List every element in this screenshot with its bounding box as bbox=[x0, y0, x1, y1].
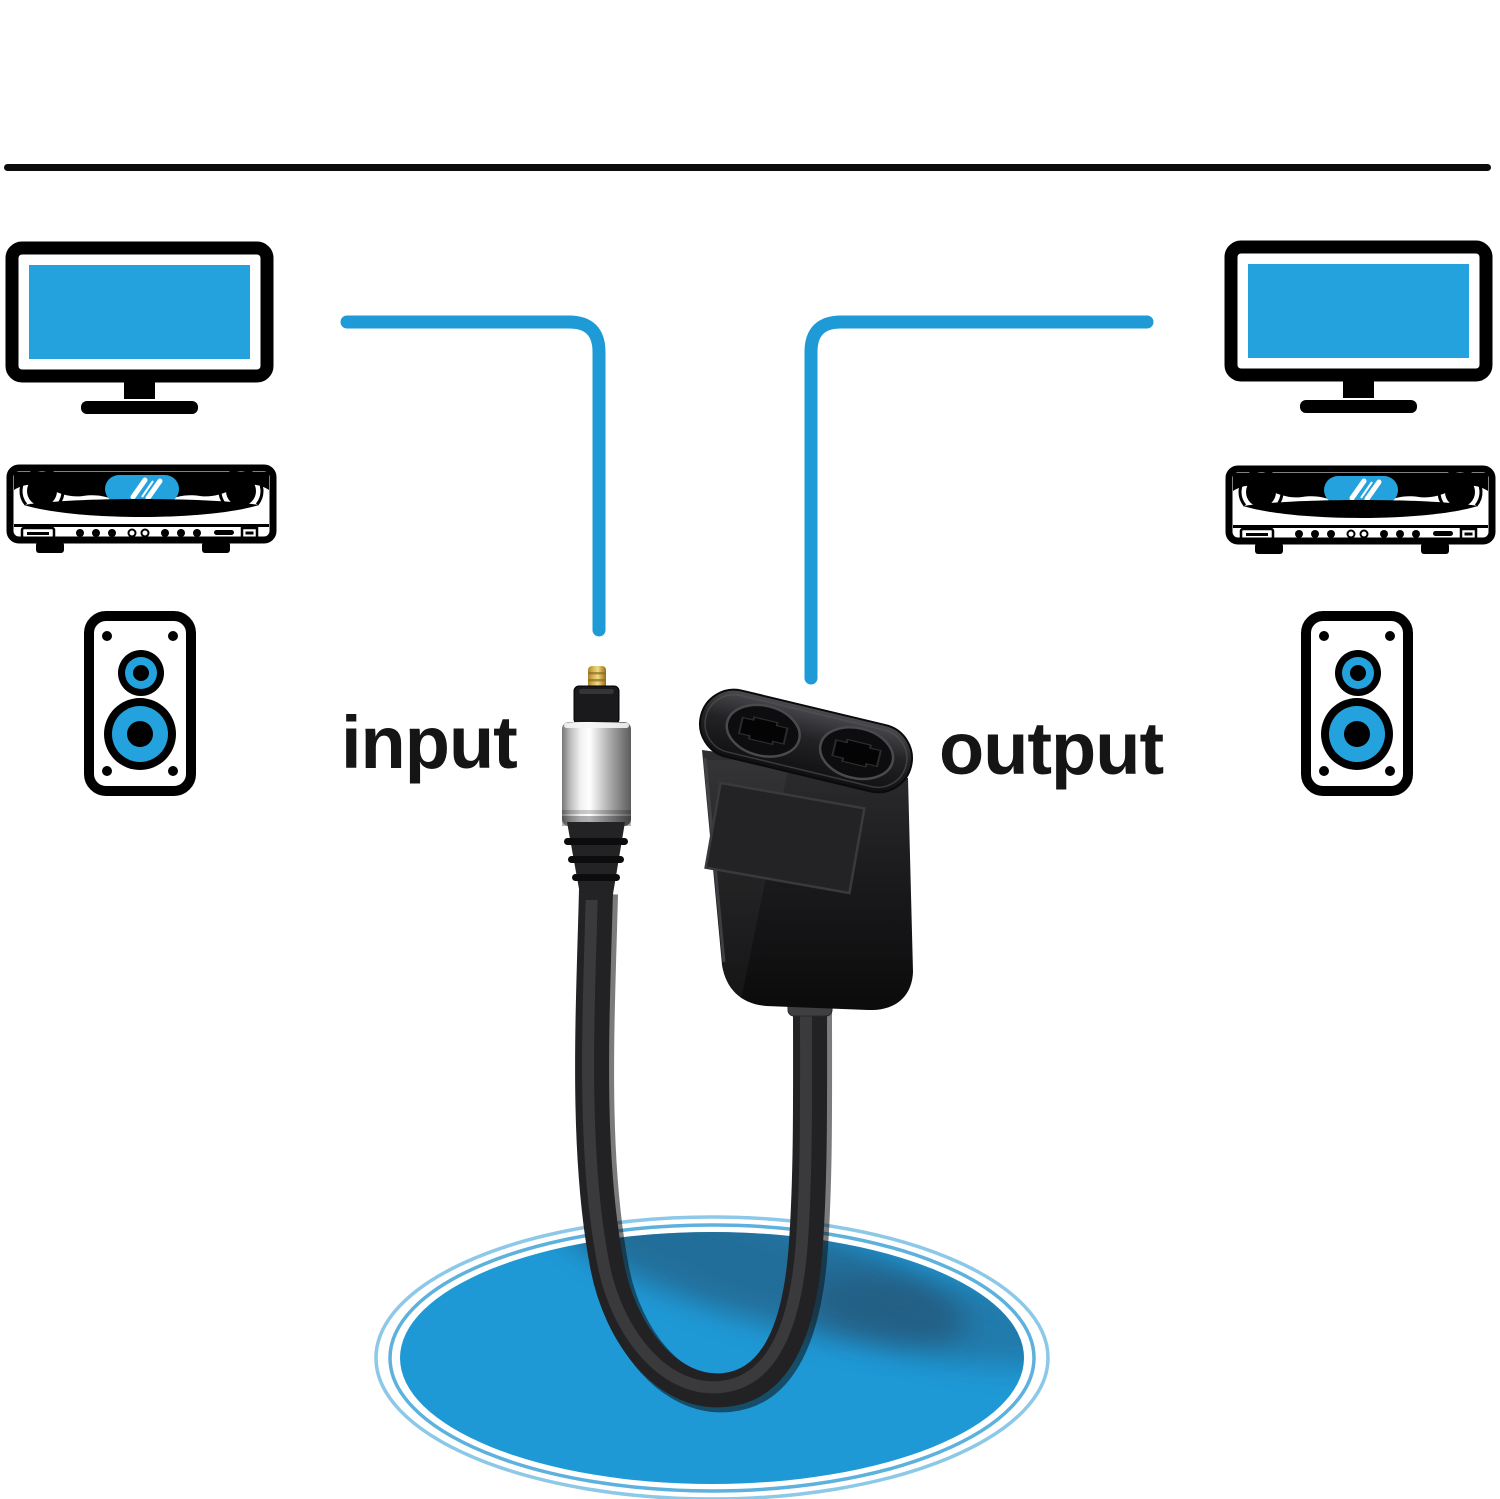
output-label: output bbox=[939, 707, 1164, 790]
top-divider-line bbox=[4, 164, 1491, 171]
spotlight-inner-ring bbox=[388, 1223, 1036, 1493]
splitter-top-face bbox=[699, 688, 913, 794]
splitter-label-recess bbox=[704, 781, 866, 895]
plug-chrome-barrel bbox=[562, 722, 631, 826]
splitter-port-1 bbox=[725, 703, 801, 758]
spotlight-outer-ring bbox=[374, 1215, 1050, 1499]
connector-line-input bbox=[340, 315, 606, 637]
input-label: input bbox=[341, 701, 518, 784]
optical-cable bbox=[575, 886, 833, 1413]
connector-line-output bbox=[804, 315, 1154, 685]
splitter-port-2 bbox=[818, 726, 895, 781]
two-port-splitter bbox=[699, 688, 913, 1017]
toslink-plug bbox=[562, 666, 631, 900]
